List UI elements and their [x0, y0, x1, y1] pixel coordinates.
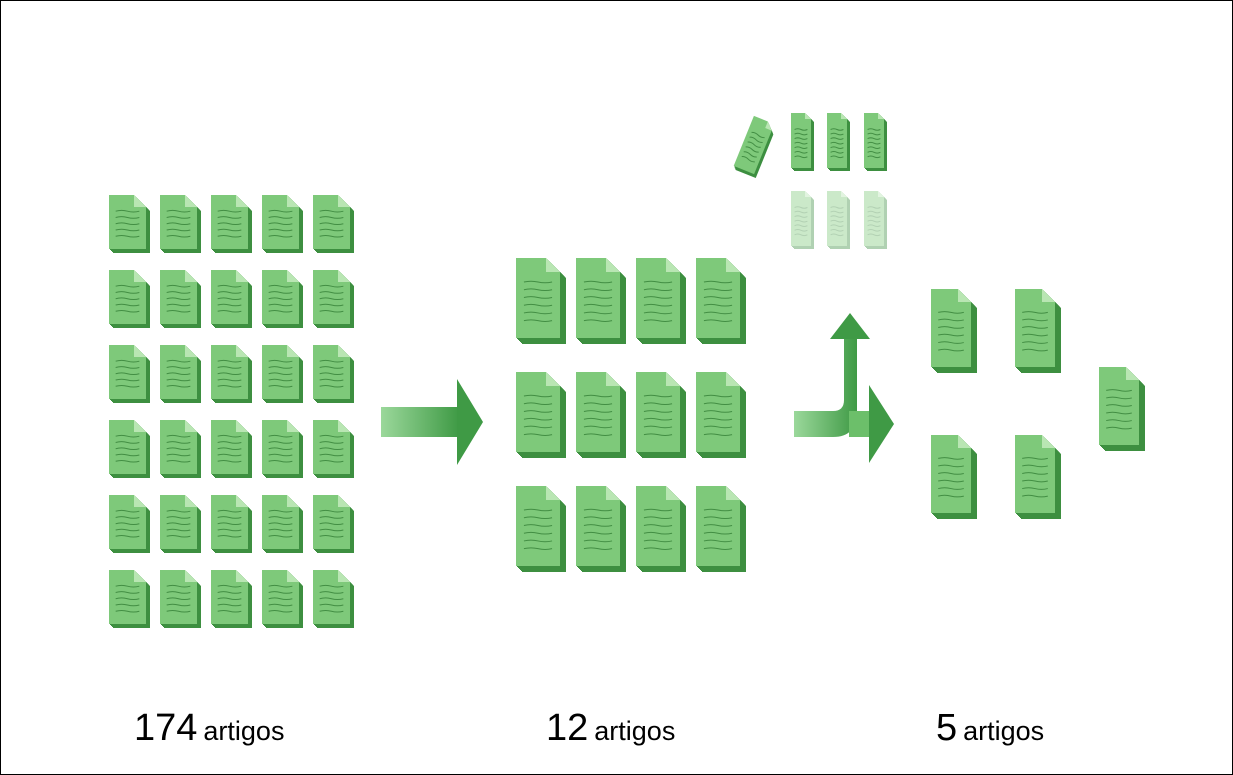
document-stack-icon — [109, 570, 150, 628]
document-stack-icon — [696, 486, 746, 572]
document-stack-icon — [636, 486, 686, 572]
document-stack-icon — [864, 113, 887, 171]
arrow-right-icon — [381, 379, 483, 465]
document-stack-icon — [1015, 289, 1061, 373]
split-arrow-icon — [794, 313, 894, 463]
documents-layer — [109, 113, 1145, 628]
document-stack-icon — [262, 345, 303, 403]
document-stack-icon — [733, 115, 774, 179]
stage-2-unit: artigos — [594, 716, 676, 746]
document-stack-icon — [827, 191, 850, 249]
document-stack-icon — [109, 495, 150, 553]
document-stack-icon — [313, 195, 354, 253]
document-stack-icon — [696, 372, 746, 458]
document-stack-icon — [636, 372, 686, 458]
document-stack-icon — [313, 345, 354, 403]
document-stack-icon — [262, 195, 303, 253]
document-stack-icon — [931, 435, 977, 519]
document-stack-icon — [262, 495, 303, 553]
document-stack-icon — [160, 270, 201, 328]
document-stack-icon — [160, 495, 201, 553]
stage-3-unit: artigos — [963, 716, 1045, 746]
document-stack-icon — [516, 486, 566, 572]
document-stack-icon — [313, 420, 354, 478]
document-stack-icon — [211, 420, 252, 478]
document-stack-icon — [636, 258, 686, 344]
document-stack-icon — [211, 195, 252, 253]
document-stack-icon — [211, 570, 252, 628]
document-stack-icon — [262, 420, 303, 478]
document-stack-icon — [160, 420, 201, 478]
stage-2-count: 12 — [546, 707, 589, 749]
document-stack-icon — [516, 258, 566, 344]
document-stack-icon — [109, 270, 150, 328]
document-stack-icon — [211, 270, 252, 328]
document-stack-icon — [931, 289, 977, 373]
document-stack-icon — [262, 570, 303, 628]
document-stack-icon — [576, 372, 626, 458]
document-stack-icon — [827, 113, 850, 171]
stage-1-unit: artigos — [203, 716, 285, 746]
document-stack-icon — [211, 495, 252, 553]
document-stack-icon — [313, 495, 354, 553]
document-stack-icon — [313, 570, 354, 628]
document-stack-icon — [211, 345, 252, 403]
document-stack-icon — [313, 270, 354, 328]
document-stack-icon — [576, 486, 626, 572]
document-stack-icon — [109, 420, 150, 478]
document-stack-icon — [864, 191, 887, 249]
document-stack-icon — [1015, 435, 1061, 519]
document-stack-icon — [160, 195, 201, 253]
document-stack-icon — [791, 191, 814, 249]
document-stack-icon — [516, 372, 566, 458]
document-stack-icon — [109, 345, 150, 403]
stage-3-count: 5 — [936, 707, 958, 749]
document-stack-icon — [1099, 367, 1145, 451]
document-stack-icon — [160, 345, 201, 403]
document-stack-icon — [160, 570, 201, 628]
document-stack-icon — [791, 113, 814, 171]
document-stack-icon — [109, 195, 150, 253]
document-stack-icon — [696, 258, 746, 344]
document-stack-icon — [262, 270, 303, 328]
document-stack-icon — [576, 258, 626, 344]
stage-1-count: 174 — [134, 707, 198, 749]
